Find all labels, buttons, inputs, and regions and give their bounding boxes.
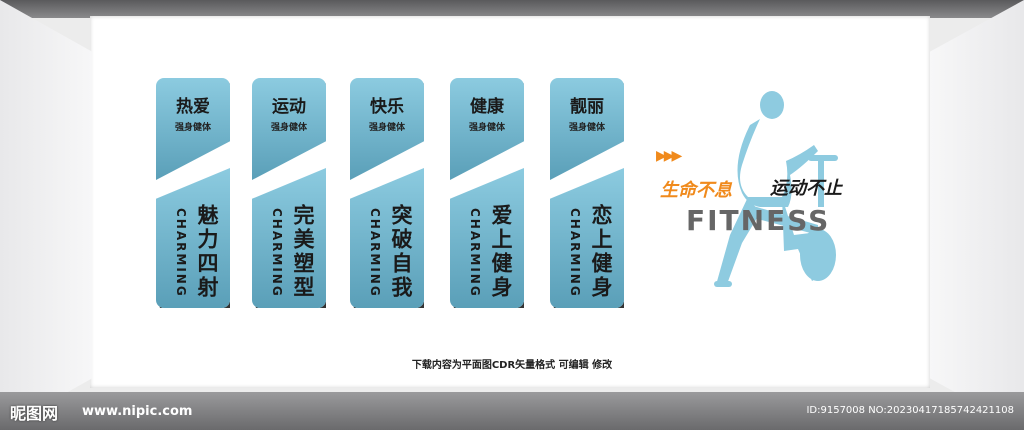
panel-chinese: 完美塑型: [291, 204, 315, 300]
panel-english: CHARMING: [174, 208, 188, 298]
panel-english: CHARMING: [368, 208, 382, 298]
panel-subtitle: 强身健体: [468, 123, 505, 133]
panel-chinese: 突破自我: [389, 204, 413, 300]
panel-subtitle: 强身健体: [568, 123, 605, 133]
panel-subtitle: 强身健体: [270, 123, 307, 133]
slogan-orange: 生命不息: [660, 180, 732, 201]
watermark-logo: 昵图网: [10, 404, 59, 423]
cyclist-silhouette-icon: [714, 91, 838, 287]
watermark-id: ID:9157008 NO:20230417185742421108: [806, 405, 1014, 416]
left-wall: [0, 0, 92, 430]
panel-chinese: 爱上健身: [489, 204, 513, 300]
fitness-wordmark: FITNESS: [686, 204, 831, 237]
slogan-black: 运动不止: [770, 178, 842, 199]
panel-english: CHARMING: [468, 208, 482, 298]
panel-title: 靓丽: [570, 97, 604, 117]
panel-english: CHARMING: [568, 208, 582, 298]
panel-title: 运动: [272, 97, 306, 117]
panel-title: 快乐: [370, 97, 404, 117]
floor: [0, 392, 1024, 430]
panel-title: 健康: [470, 97, 504, 117]
panel-bottom-3: CHARMING 突破自我: [350, 168, 424, 308]
panel-chinese: 魅力四射: [195, 204, 219, 300]
ceiling: [0, 0, 1024, 18]
panel-subtitle: 强身健体: [368, 123, 405, 133]
arrows-icon: ▶▶▶: [656, 148, 682, 164]
panel-subtitle: 强身健体: [174, 123, 211, 133]
panel-title: 热爱: [176, 97, 210, 117]
caption: 下载内容为平面图CDR矢量格式 可编辑 修改: [411, 360, 613, 371]
panel-bottom-5: CHARMING 恋上健身: [550, 168, 624, 308]
panel-english: CHARMING: [270, 208, 284, 298]
panel-chinese: 恋上健身: [589, 204, 613, 300]
watermark-url: www.nipic.com: [82, 404, 193, 419]
right-wall: [930, 0, 1024, 430]
